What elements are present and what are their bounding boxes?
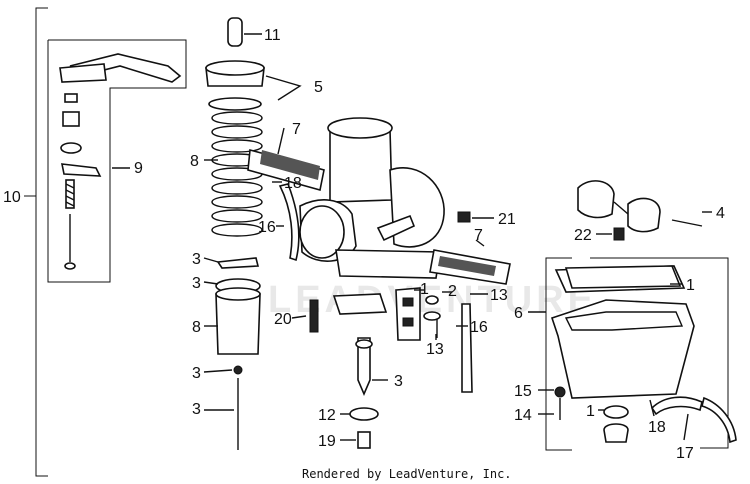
callout-20: 20 bbox=[274, 311, 292, 328]
callout-21: 21 bbox=[498, 211, 516, 228]
carburetor-body bbox=[247, 117, 511, 449]
callout-10: 10 bbox=[3, 189, 21, 206]
callout-3-jet: 3 bbox=[394, 373, 403, 390]
callout-8-slide: 8 bbox=[192, 319, 201, 336]
callout-7-right: 7 bbox=[474, 227, 483, 244]
callout-15: 15 bbox=[514, 383, 532, 400]
float-bowl-group bbox=[545, 180, 737, 451]
callout-3-ring: 3 bbox=[192, 275, 201, 292]
callout-11: 11 bbox=[264, 27, 281, 44]
callout-3-clip: 3 bbox=[192, 251, 201, 268]
callout-4: 4 bbox=[716, 205, 725, 222]
callout-17: 17 bbox=[676, 445, 694, 462]
leader-lines bbox=[112, 33, 712, 441]
callout-2: 2 bbox=[448, 283, 457, 300]
callout-1-gasket: 1 bbox=[686, 277, 695, 294]
callout-1-center: 1 bbox=[420, 281, 429, 298]
callout-18-left: 18 bbox=[284, 175, 302, 192]
render-credit: Rendered by LeadVenture, Inc. bbox=[302, 467, 512, 481]
callout-12: 12 bbox=[318, 407, 336, 424]
callout-16-left: 16 bbox=[258, 219, 276, 236]
callout-22: 22 bbox=[574, 227, 592, 244]
group-10-bracket bbox=[24, 7, 187, 477]
callout-3-clip-lower: 3 bbox=[192, 365, 201, 382]
callout-9: 9 bbox=[134, 160, 143, 177]
callout-18-right: 18 bbox=[648, 419, 666, 436]
cap-and-spring bbox=[205, 17, 265, 450]
callout-3-needle: 3 bbox=[192, 401, 201, 418]
callout-13-right: 13 bbox=[490, 287, 508, 304]
callout-14: 14 bbox=[514, 407, 532, 424]
callout-8-spring: 8 bbox=[190, 153, 199, 170]
callout-16-right: 16 bbox=[470, 319, 488, 336]
callout-1-oring: 1 bbox=[586, 403, 595, 420]
callout-labels: 11 5 10 9 8 7 18 16 3 3 8 3 3 20 1 2 13 … bbox=[3, 27, 725, 462]
choke-lever-parts bbox=[59, 53, 182, 270]
callout-13-lower: 13 bbox=[426, 341, 444, 358]
callout-7-left: 7 bbox=[292, 121, 301, 138]
callout-5: 5 bbox=[314, 79, 323, 96]
callout-6: 6 bbox=[514, 305, 523, 322]
callout-19: 19 bbox=[318, 433, 336, 450]
